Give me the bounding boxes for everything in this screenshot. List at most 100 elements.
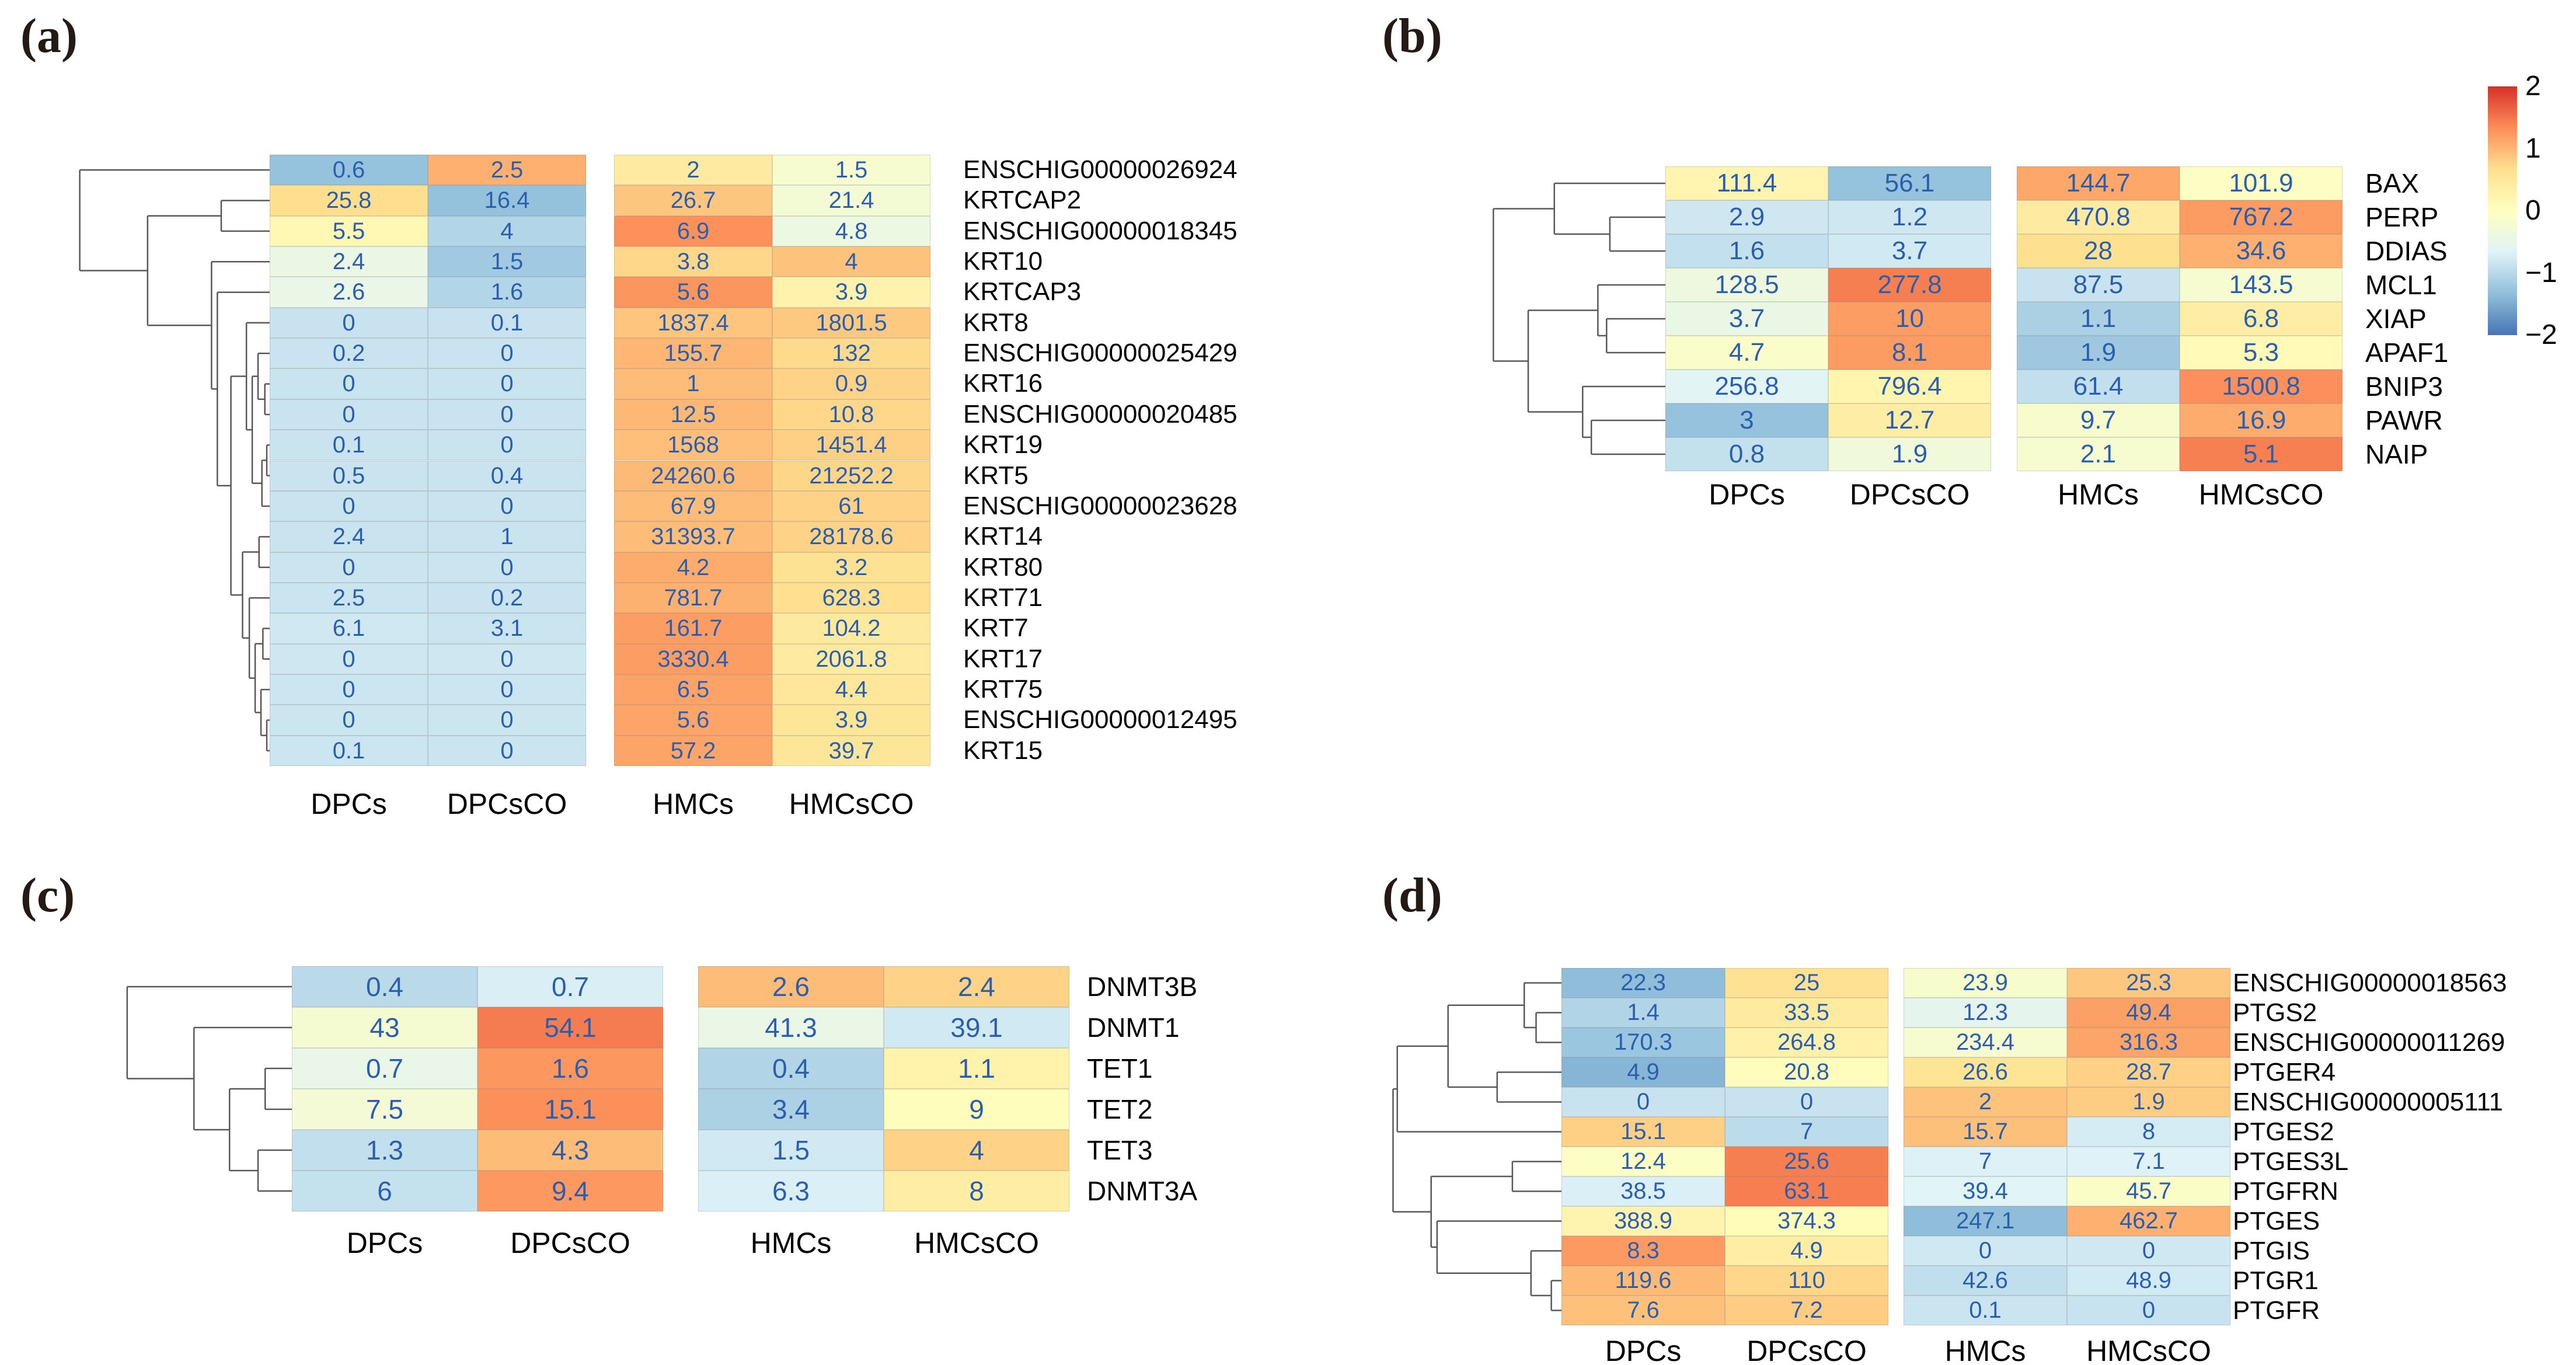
heatmap-cell: 2 [1904, 1087, 2067, 1117]
gene-label: KRT5 [963, 461, 1029, 490]
heatmap-cell: 2.6 [698, 966, 884, 1007]
column-label: HMCsCO [2198, 478, 2324, 511]
heatmap-cell: 4.7 [1665, 336, 1828, 370]
heatmap-cell: 8.1 [1828, 336, 1991, 370]
heatmap-cell: 0 [1725, 1087, 1888, 1117]
heatmap-cell: 5.6 [614, 277, 772, 308]
heatmap-cell: 15.7 [1904, 1117, 2067, 1147]
heatmap-cell: 0 [270, 674, 428, 705]
gene-label: TET1 [1087, 1053, 1153, 1084]
colorbar-tick: −1 [2525, 257, 2557, 288]
heatmap-cell: 49.4 [2067, 998, 2230, 1028]
heatmap-cell: 1.6 [428, 277, 586, 308]
heatmap-cell: 1500.8 [2180, 370, 2343, 403]
heatmap-cell: 41.3 [698, 1007, 884, 1048]
gene-label: KRT15 [963, 736, 1043, 765]
panel-label-c: (c) [20, 868, 75, 922]
heatmap-cell: 9 [884, 1089, 1069, 1130]
heatmap-cell: 1.6 [477, 1048, 663, 1089]
gene-label: DNMT1 [1087, 1012, 1180, 1043]
heatmap-cell: 0 [1904, 1236, 2067, 1266]
heatmap-cell: 21252.2 [772, 460, 930, 491]
gene-label: PTGES [2233, 1207, 2320, 1235]
heatmap-cell: 2061.8 [772, 643, 930, 674]
gene-label: ENSCHIG00000012495 [963, 705, 1238, 734]
heatmap-cell: 4 [772, 246, 930, 277]
heatmap-cell: 0 [270, 307, 428, 339]
heatmap-cell: 43 [292, 1007, 477, 1048]
heatmap-cell: 1.9 [2017, 336, 2180, 370]
gene-label: PTGER4 [2233, 1058, 2336, 1087]
heatmap-cell: 67.9 [614, 490, 772, 522]
gene-label: ENSCHIG00000025429 [963, 339, 1238, 368]
heatmap-cell: 10.8 [772, 399, 930, 430]
column-label: HMCs [653, 788, 734, 820]
heatmap-cell: 33.5 [1725, 998, 1888, 1028]
heatmap-cell: 7.1 [2067, 1147, 2230, 1176]
gene-label: KRT75 [963, 674, 1043, 704]
heatmap-cell: 234.4 [1904, 1028, 2067, 1057]
dendrogram [1493, 182, 1665, 455]
heatmap-cell: 0.2 [270, 338, 428, 369]
heatmap-cell: 104.2 [772, 613, 930, 644]
heatmap-cell: 462.7 [2067, 1206, 2230, 1236]
heatmap-cell: 111.4 [1665, 166, 1828, 200]
gene-label: ENSCHIG00000011269 [2233, 1028, 2505, 1057]
heatmap-cell: 2.9 [1665, 200, 1828, 234]
heatmap-cell: 132 [772, 338, 930, 369]
heatmap-cell: 316.3 [2067, 1028, 2230, 1057]
heatmap-cell: 0 [2067, 1296, 2230, 1325]
heatmap-cell: 25 [1725, 968, 1888, 998]
heatmap-cell: 781.7 [614, 582, 772, 614]
gene-label: TET2 [1087, 1094, 1153, 1124]
heatmap-cell: 15.1 [477, 1089, 663, 1130]
heatmap-cell: 0 [270, 643, 428, 674]
gene-label: MCL1 [2365, 270, 2437, 300]
heatmap-cell: 796.4 [1828, 370, 1991, 403]
heatmap-cell: 2.4 [270, 246, 428, 277]
heatmap-cell: 3.9 [772, 277, 930, 308]
heatmap-cell: 6 [292, 1171, 477, 1211]
heatmap-cell: 6.8 [2180, 302, 2343, 336]
heatmap-cell: 0.1 [270, 430, 428, 461]
gene-label: KRT19 [963, 430, 1043, 459]
heatmap-cell: 6.1 [270, 613, 428, 644]
column-label: HMCs [2058, 478, 2139, 511]
panel-label-b: (b) [1382, 9, 1442, 63]
heatmap-cell: 3330.4 [614, 643, 772, 674]
gene-label: PTGES2 [2233, 1117, 2334, 1146]
heatmap-cell: 0.8 [1665, 437, 1828, 471]
gene-label: PTGR1 [2233, 1266, 2319, 1295]
heatmap-cell: 0.9 [772, 368, 930, 399]
heatmap-cell: 119.6 [1561, 1266, 1725, 1296]
heatmap-cell: 22.3 [1561, 968, 1725, 998]
gene-label: BAX [2365, 168, 2420, 199]
heatmap-cell: 3 [1665, 403, 1828, 437]
heatmap-cell: 2.6 [270, 277, 428, 308]
heatmap-cell: 10 [1828, 302, 1991, 336]
heatmap-cell: 4.9 [1725, 1236, 1888, 1266]
heatmap-cell: 4.3 [477, 1130, 663, 1171]
heatmap-cell: 277.8 [1828, 268, 1991, 302]
heatmap-cell: 6.3 [698, 1171, 884, 1211]
heatmap-cell: 39.7 [772, 735, 930, 766]
heatmap-cell: 1.6 [1665, 234, 1828, 268]
gene-label: DNMT3B [1087, 971, 1198, 1002]
heatmap-cell: 12.5 [614, 399, 772, 430]
heatmap-cell: 8.3 [1561, 1236, 1725, 1266]
heatmap-cell: 0 [270, 490, 428, 522]
heatmap-cell: 23.9 [1904, 968, 2067, 998]
heatmap-cell: 1837.4 [614, 307, 772, 339]
gene-label: PAWR [2365, 405, 2443, 436]
panel-label-d: (d) [1382, 868, 1442, 922]
heatmap-cell: 388.9 [1561, 1206, 1725, 1236]
heatmap-cell: 2.5 [270, 582, 428, 614]
heatmap-cell: 0.1 [270, 735, 428, 766]
heatmap-cell: 12.3 [1904, 998, 2067, 1028]
heatmap-cell: 57.2 [614, 735, 772, 766]
heatmap-cell: 374.3 [1725, 1206, 1888, 1236]
heatmap-cell: 0.1 [1904, 1296, 2067, 1325]
heatmap-cell: 143.5 [2180, 268, 2343, 302]
heatmap-cell: 48.9 [2067, 1266, 2230, 1296]
